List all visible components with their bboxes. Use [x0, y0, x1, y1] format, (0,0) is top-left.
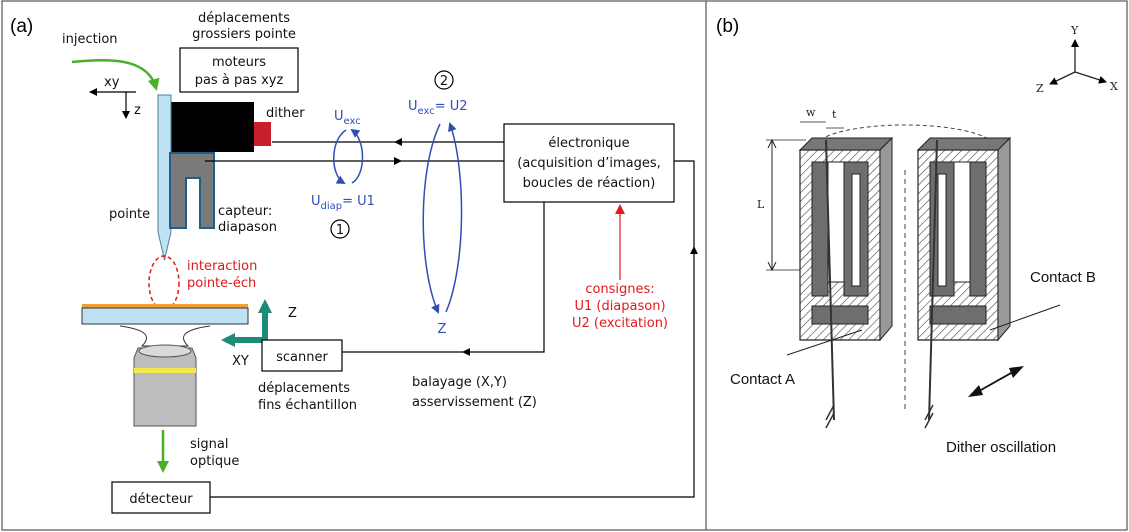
loop1-right-arrow	[350, 128, 364, 184]
loop2-right-arrow	[445, 122, 463, 313]
scan-text-line1: balayage (X,Y)	[412, 375, 507, 390]
oscillation-arc	[819, 124, 991, 141]
electronics-line1: électronique	[548, 136, 629, 151]
contact-b-label: Contact B	[1030, 269, 1096, 286]
detector-feedback-arrow	[690, 246, 698, 254]
objective-body	[133, 347, 197, 427]
objective-band	[134, 368, 196, 373]
scanner-box	[261, 339, 343, 372]
interaction-line2: pointe-éch	[187, 276, 256, 291]
fine-moves-line1: déplacements	[258, 381, 350, 396]
right-fiber	[928, 139, 938, 421]
coordinate-axes: Y Z X	[1036, 24, 1118, 95]
panel-a: (a) injection déplacements grossiers poi…	[10, 11, 698, 514]
panel-b: (b) Y Z X	[716, 16, 1118, 456]
scan-control-arrow	[462, 348, 470, 356]
optical-signal-line2: optique	[190, 454, 239, 469]
sensor-line1: capteur:	[218, 204, 272, 219]
motors-line1: moteurs	[212, 55, 266, 70]
tip	[157, 94, 172, 261]
scanner-z-label: Z	[288, 306, 297, 321]
axis-z-label: z	[134, 103, 141, 118]
interaction-zone	[148, 255, 180, 311]
tuning-fork-sensor	[169, 152, 215, 229]
objective-lens	[138, 344, 192, 358]
right-break-mark	[924, 404, 934, 429]
setpoints-line1: consignes:	[585, 282, 654, 297]
sensor-signal-arrow	[394, 157, 402, 165]
sensor-line2: diapason	[218, 220, 277, 235]
electronics-line2: (acquisition d’images,	[517, 156, 661, 171]
z-blue-label: Z	[438, 322, 447, 337]
electronics-box	[503, 123, 675, 203]
left-prong-block	[798, 136, 894, 342]
motor-mount-block	[168, 102, 254, 152]
motors-line2: pas à pas xyz	[195, 73, 284, 88]
dim-L-label: L	[757, 198, 765, 211]
objective-immersion	[119, 325, 211, 347]
sample-layer	[82, 304, 248, 308]
dither-label: dither	[266, 106, 305, 121]
scanner-label: scanner	[276, 350, 328, 365]
motors-box	[179, 47, 299, 93]
dither-oscillation-label: Dither oscillation	[946, 439, 1056, 456]
u-exc-label: Uexc	[334, 109, 361, 127]
dim-t-label: t	[832, 108, 837, 121]
scan-text-line2: asservissement (Z)	[412, 395, 537, 410]
interaction-line1: interaction	[187, 259, 257, 274]
left-break-mark	[825, 404, 835, 429]
marker-2: 2	[440, 74, 448, 89]
sample-slide	[81, 307, 249, 325]
injection-arrow	[71, 58, 160, 91]
excitation-line-arrow	[394, 138, 402, 146]
axis-y-label: Y	[1070, 24, 1079, 37]
electronics-line3: boucles de réaction)	[523, 176, 656, 191]
marker-2-circle	[434, 70, 454, 90]
u-exc2-label: Uexc= U2	[408, 99, 468, 117]
right-prong-block	[916, 136, 1012, 342]
contact-a-label: Contact A	[730, 371, 795, 388]
marker-1-circle	[330, 219, 350, 239]
loop2-left-arrow	[422, 123, 441, 314]
coarse-moves-line2: grossiers pointe	[192, 27, 296, 42]
panel-b-label: (b)	[716, 16, 739, 37]
setpoints-line3: U2 (excitation)	[572, 316, 668, 331]
setpoints-line2: U1 (diapason)	[574, 299, 665, 314]
u-diap-label: Udiap= U1	[311, 194, 375, 212]
dither-element	[254, 122, 271, 146]
scan-control-line	[342, 202, 545, 353]
contact-b-leader	[989, 304, 1061, 331]
injection-label: injection	[62, 32, 118, 47]
detector-label: détecteur	[129, 492, 193, 507]
scanner-xy-label: XY	[232, 354, 249, 369]
detector-feedback-line	[210, 160, 695, 498]
axis-x-label: X	[1110, 80, 1118, 93]
contact-a-leader	[786, 329, 863, 356]
marker-1: 1	[336, 223, 344, 238]
axis-z-label-b: Z	[1036, 82, 1044, 95]
panel-a-label: (a)	[10, 16, 33, 37]
optical-signal-line1: signal	[190, 437, 228, 452]
dim-w-label: w	[806, 106, 816, 119]
tip-label: pointe	[109, 207, 150, 222]
loop1-left-arrow	[333, 129, 347, 184]
fine-moves-line2: fins échantillon	[258, 398, 357, 413]
axis-xy-label: xy	[104, 75, 120, 90]
left-fiber	[825, 139, 835, 421]
coarse-moves-line1: déplacements	[198, 11, 290, 26]
